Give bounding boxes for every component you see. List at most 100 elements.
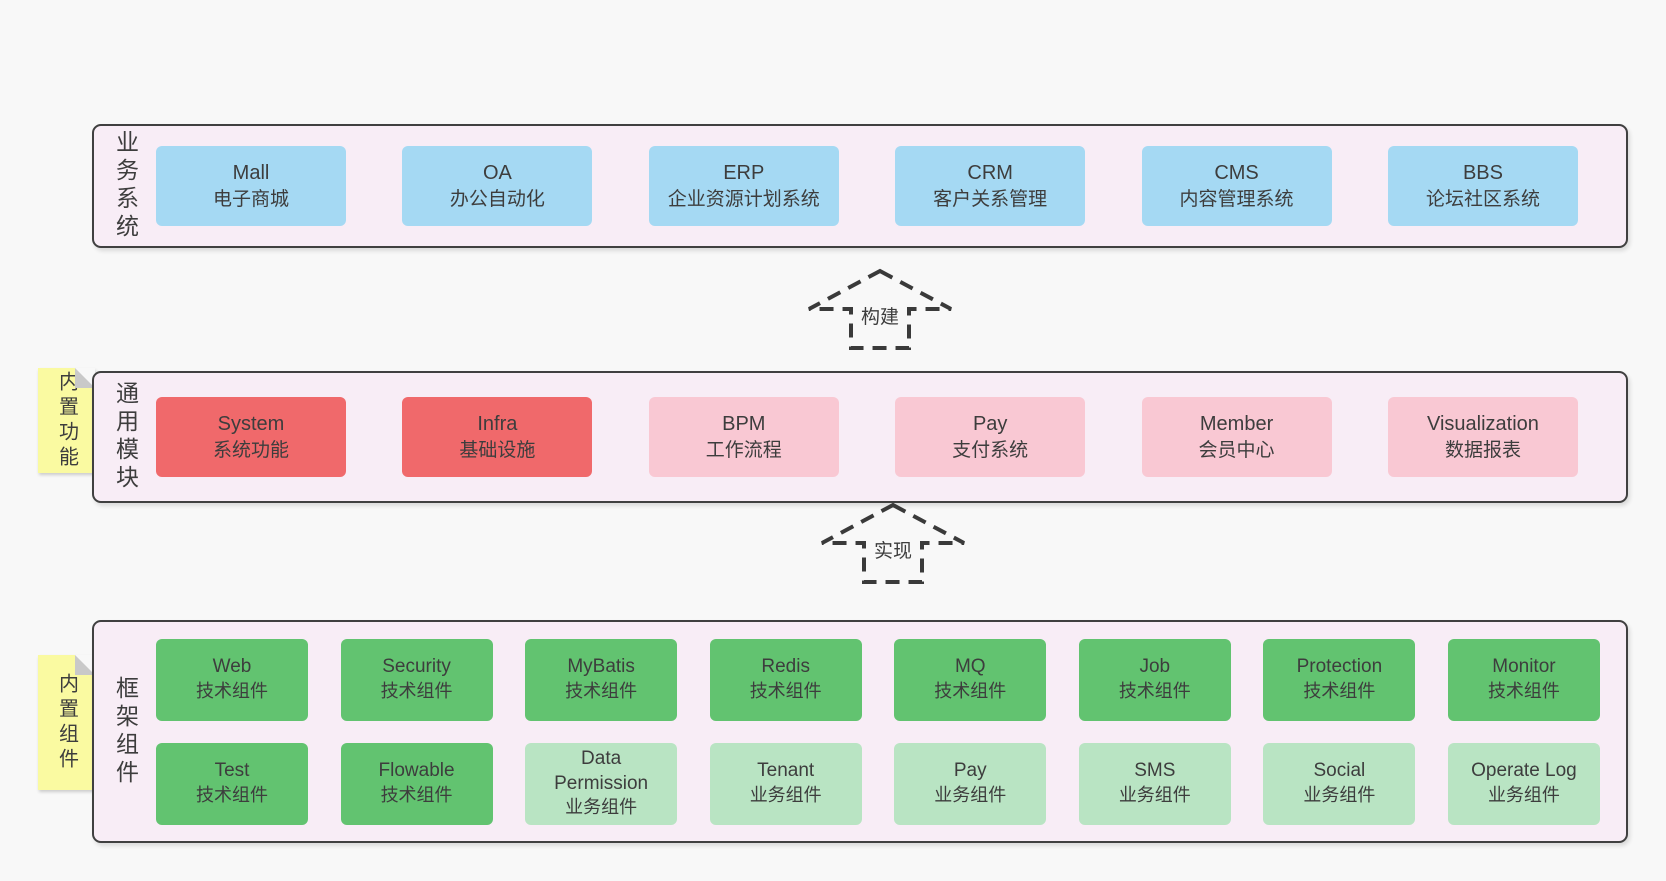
box-subtitle: 技术组件 [380, 785, 453, 806]
layer-common-modules: 通用模块 System 系统功能 Infra 基础设施 BPM 工作流程 Pay… [92, 371, 1628, 503]
box-subtitle: 技术组件 [196, 785, 268, 806]
box-title: Pay [953, 760, 987, 782]
arrow-label: 实现 [869, 536, 917, 563]
box-social: Social 业务组件 [1263, 742, 1416, 825]
box-subtitle: 业务组件 [1487, 785, 1560, 806]
layer-business-systems: 业务系统 Mall 电子商城 OA 办公自动化 ERP 企业资源计划系统 CRM… [92, 124, 1628, 248]
box-visualization: Visualization 数据报表 [1387, 397, 1578, 477]
box-title: Test [214, 760, 250, 782]
box-title: Redis [761, 656, 810, 678]
box-infra: Infra 基础设施 [402, 397, 593, 477]
arrow-build: 构建 [805, 266, 955, 352]
box-title: BBS [1462, 161, 1503, 184]
box-crm: CRM 客户关系管理 [895, 146, 1086, 226]
box-test: Test 技术组件 [156, 742, 308, 825]
box-mybatis: MyBatis 技术组件 [525, 638, 678, 721]
box-title: Visualization [1426, 412, 1539, 435]
box-bbs: BBS 论坛社区系统 [1387, 146, 1578, 226]
box-pay: Pay 支付系统 [895, 397, 1086, 477]
box-title: Tenant [757, 760, 815, 782]
sticky-note-label: 内置组件 [55, 672, 78, 773]
box-title: Data Permission [554, 748, 649, 794]
box-subtitle: 数据报表 [1444, 439, 1521, 461]
box-mall: Mall 电子商城 [156, 146, 346, 226]
box-subtitle: 企业资源计划系统 [667, 188, 820, 210]
layer-label-text: 业务系统 [112, 130, 139, 242]
box-mq: MQ 技术组件 [894, 638, 1047, 721]
box-title: Pay [972, 412, 1008, 435]
box-title: OA [482, 161, 512, 184]
arrow-label: 构建 [856, 302, 904, 329]
business-systems-row: Mall 电子商城 OA 办公自动化 ERP 企业资源计划系统 CRM 客户关系… [156, 146, 1626, 226]
box-subtitle: 技术组件 [1118, 681, 1191, 702]
box-system: System 系统功能 [156, 397, 346, 477]
box-oa: OA 办公自动化 [402, 146, 593, 226]
box-subtitle: 技术组件 [380, 681, 453, 702]
sticky-note-built-in-features: 内置功能 [38, 368, 95, 473]
box-subtitle: 办公自动化 [449, 188, 545, 210]
box-subtitle: 技术组件 [196, 681, 268, 702]
box-subtitle: 客户关系管理 [933, 188, 1048, 210]
components-row-1: Web 技术组件 Security 技术组件 MyBatis 技术组件 Redi… [156, 638, 1600, 721]
box-pay-business: Pay 业务组件 [894, 742, 1047, 825]
box-title: Web [212, 656, 252, 678]
box-cms: CMS 内容管理系统 [1141, 146, 1332, 226]
layer-label-text: 框架组件 [112, 675, 139, 788]
layer-label-business: 业务系统 [94, 130, 156, 242]
box-subtitle: 技术组件 [1303, 681, 1376, 702]
box-title: MQ [954, 656, 986, 678]
box-title: MyBatis [567, 656, 635, 678]
box-sms: SMS 业务组件 [1078, 742, 1231, 825]
box-subtitle: 电子商城 [212, 188, 289, 210]
framework-components-grid: Web 技术组件 Security 技术组件 MyBatis 技术组件 Redi… [156, 638, 1626, 825]
box-title: Flowable [378, 760, 455, 782]
box-title: ERP [723, 161, 765, 184]
box-title: BPM [722, 412, 766, 435]
box-subtitle: 技术组件 [934, 681, 1007, 702]
box-erp: ERP 企业资源计划系统 [648, 146, 839, 226]
arrow-implement: 实现 [818, 500, 968, 586]
box-subtitle: 业务组件 [749, 785, 822, 806]
box-subtitle: 技术组件 [749, 681, 822, 702]
box-title: Infra [477, 412, 518, 435]
box-data-permission: Data Permission 业务组件 [525, 742, 678, 825]
box-operate-log: Operate Log 业务组件 [1447, 742, 1600, 825]
box-title: CRM [967, 161, 1013, 184]
box-subtitle: 业务组件 [934, 785, 1007, 806]
box-redis: Redis 技术组件 [709, 638, 862, 721]
dashed-up-arrow-icon [808, 268, 952, 350]
box-job: Job 技术组件 [1078, 638, 1231, 721]
box-flowable: Flowable 技术组件 [340, 742, 493, 825]
components-row-2: Test 技术组件 Flowable 技术组件 Data Permission … [156, 742, 1600, 825]
box-protection: Protection 技术组件 [1263, 638, 1416, 721]
box-title: CMS [1214, 161, 1259, 184]
box-subtitle: 工作流程 [705, 439, 782, 461]
common-modules-row: System 系统功能 Infra 基础设施 BPM 工作流程 Pay 支付系统… [156, 397, 1626, 477]
box-title: Social [1313, 760, 1366, 782]
box-subtitle: 会员中心 [1198, 439, 1275, 461]
box-member: Member 会员中心 [1141, 397, 1332, 477]
box-bpm: BPM 工作流程 [648, 397, 839, 477]
box-subtitle: 论坛社区系统 [1425, 188, 1540, 210]
sticky-note-label: 内置功能 [55, 370, 78, 471]
box-subtitle: 业务组件 [565, 797, 638, 818]
box-subtitle: 系统功能 [212, 439, 289, 461]
box-subtitle: 技术组件 [565, 681, 638, 702]
box-subtitle: 业务组件 [1303, 785, 1376, 806]
box-subtitle: 基础设施 [459, 439, 536, 461]
layer-framework-components: 框架组件 Web 技术组件 Security 技术组件 MyBatis 技术组件… [92, 620, 1628, 843]
box-title: Security [382, 656, 451, 678]
box-subtitle: 技术组件 [1487, 681, 1560, 702]
box-tenant: Tenant 业务组件 [709, 742, 862, 825]
box-subtitle: 内容管理系统 [1179, 188, 1294, 210]
box-subtitle: 支付系统 [952, 439, 1029, 461]
sticky-note-built-in-components: 内置组件 [38, 655, 95, 790]
box-title: SMS [1134, 760, 1176, 782]
box-subtitle: 业务组件 [1118, 785, 1191, 806]
box-title: Monitor [1492, 656, 1556, 678]
layer-label-text: 通用模块 [112, 381, 139, 493]
box-title: Job [1139, 656, 1171, 678]
box-title: Member [1199, 412, 1274, 435]
box-title: Operate Log [1471, 760, 1577, 782]
